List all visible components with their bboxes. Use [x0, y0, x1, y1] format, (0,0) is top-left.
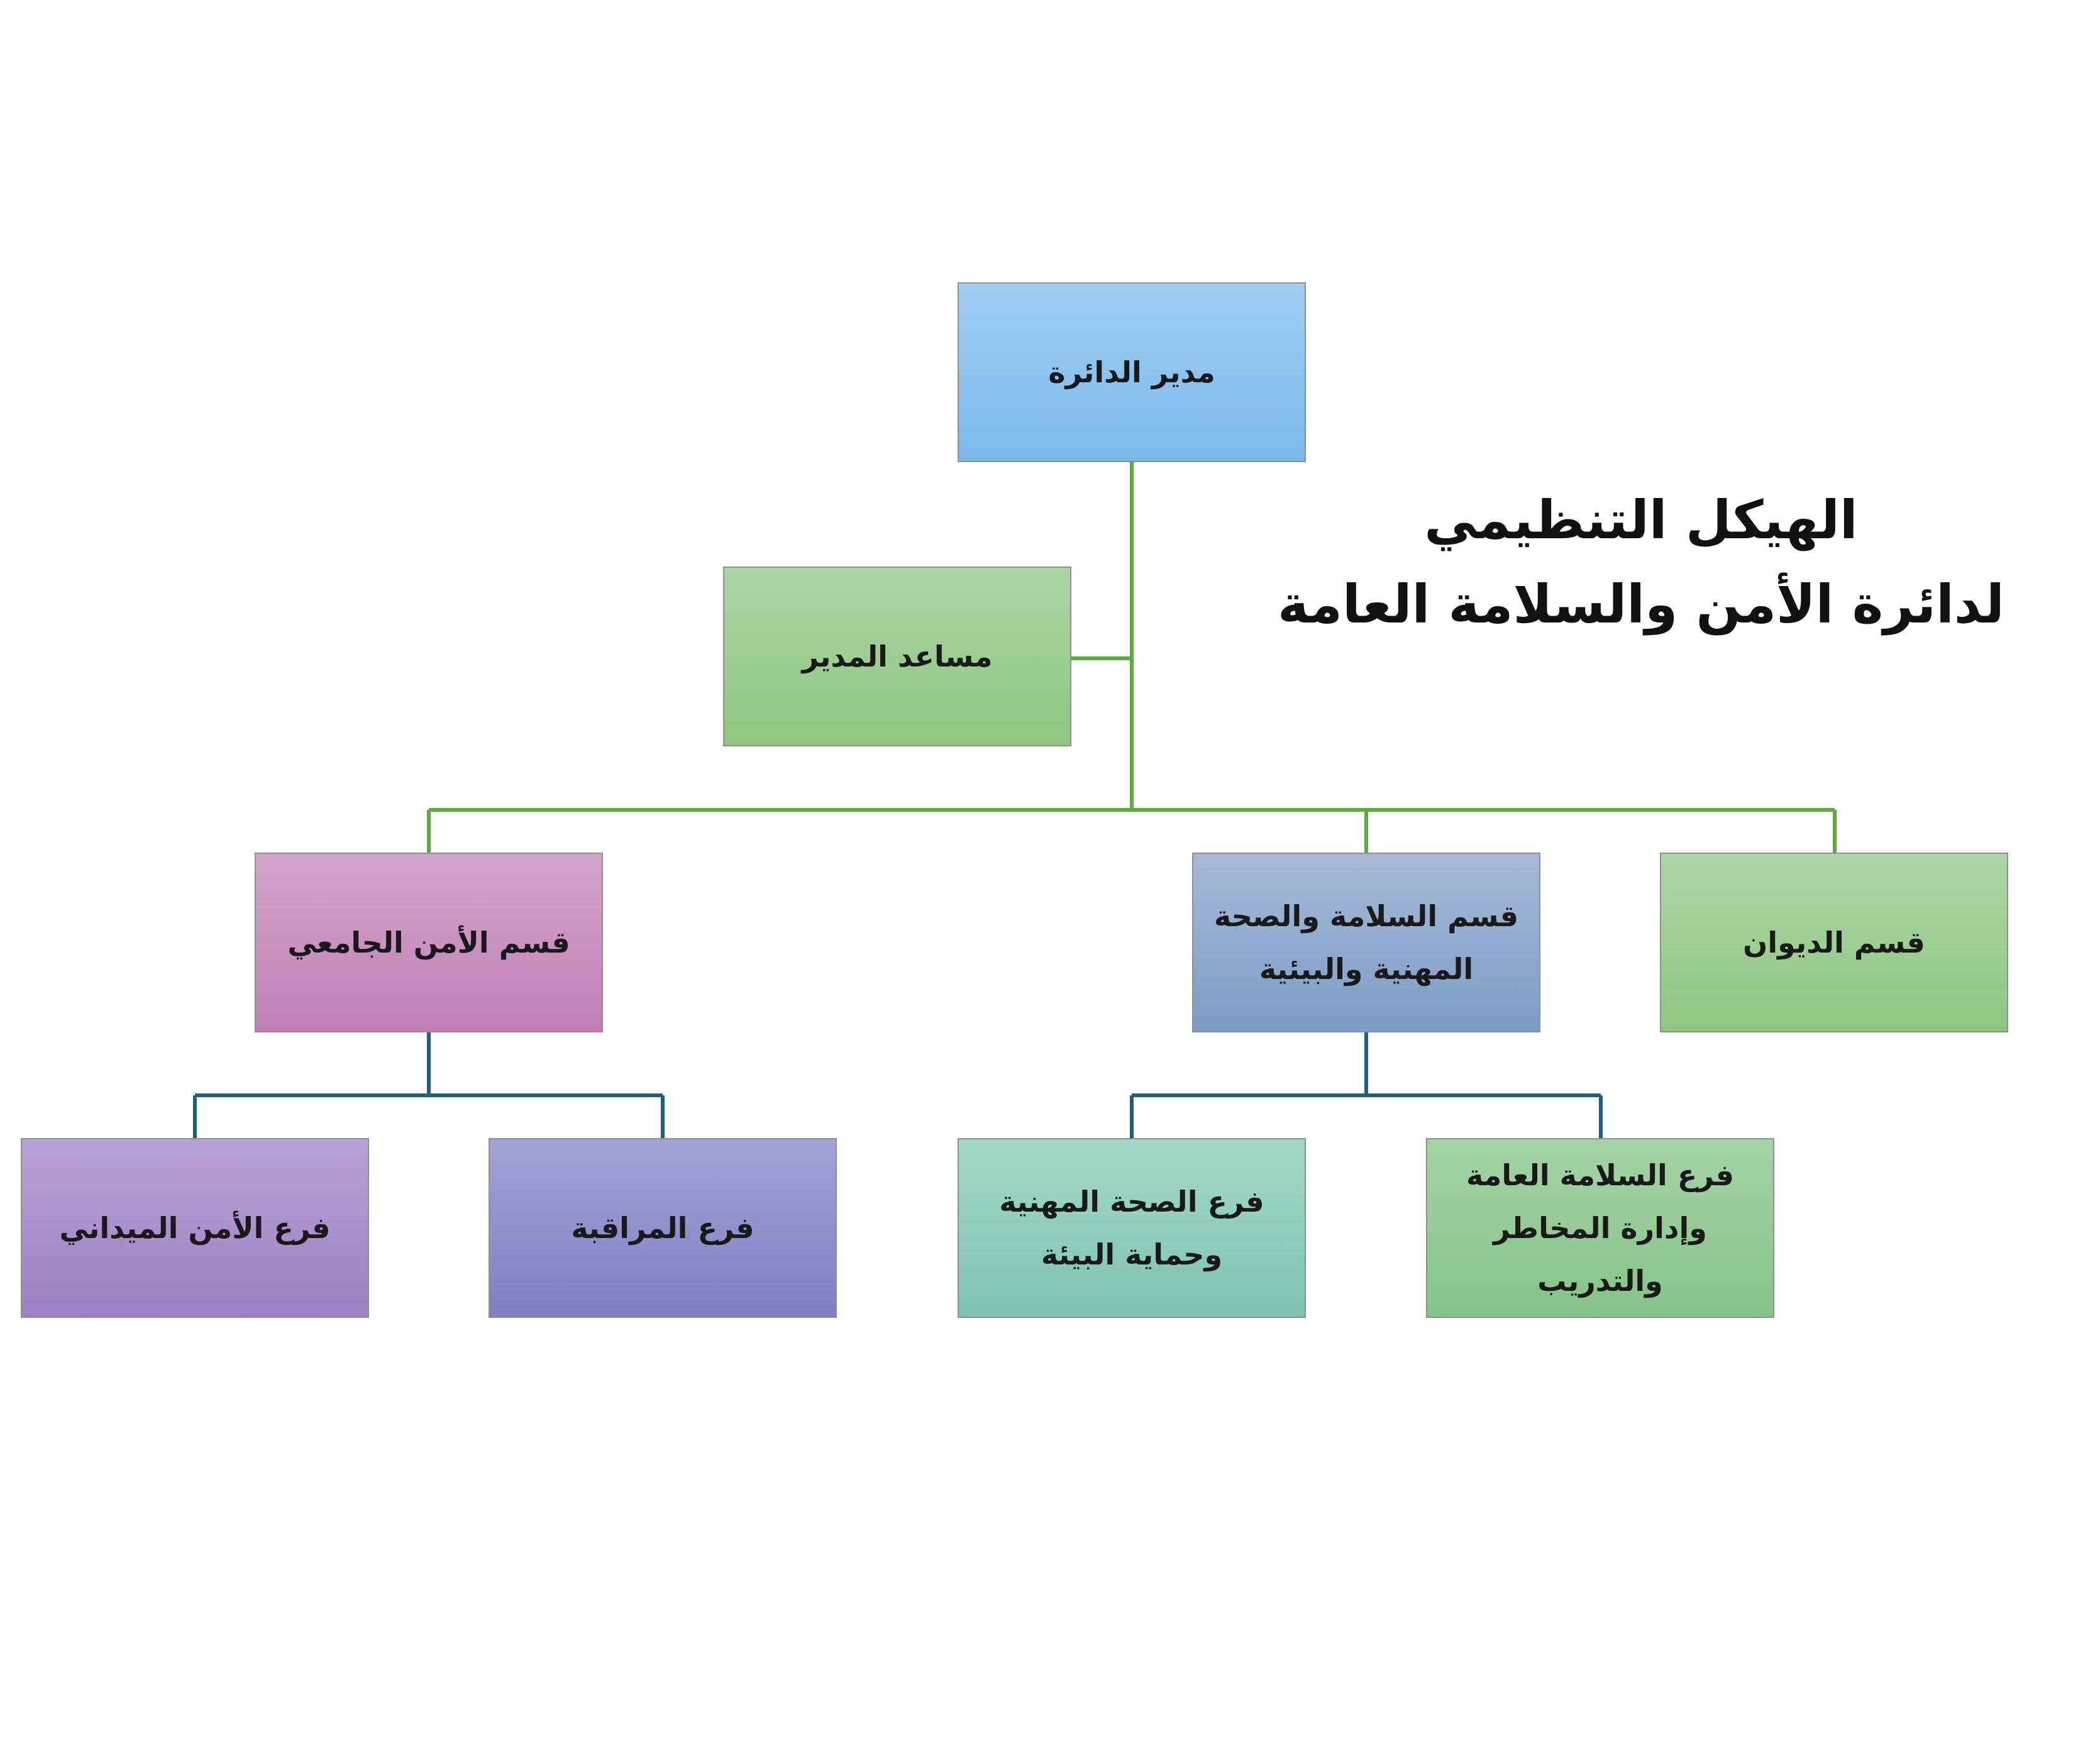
node-diwan-label: قسم الديوان [1743, 926, 1925, 960]
node-safety-department: قسم السلامة والصحة المهنية والبيئية [1192, 853, 1540, 1032]
node-safety-department-label: قسم السلامة والصحة المهنية والبيئية [1213, 899, 1519, 986]
node-director: مدير الدائرة [958, 282, 1306, 462]
chart-title: الهيكل التنظيمي لدائرة الأمن والسلامة ال… [1245, 478, 2037, 646]
chart-title-line-1: الهيكل التنظيمي [1424, 489, 1858, 551]
node-field-security-branch: فرع الأمن الميداني [21, 1138, 369, 1318]
chart-title-line-2: لدائرة الأمن والسلامة العامة [1278, 573, 2004, 635]
node-health-branch: فرع الصحة المهنية وحماية البيئة [958, 1138, 1306, 1318]
node-assistant-label: مساعد المدير [802, 639, 993, 673]
node-director-label: مدير الدائرة [1048, 355, 1215, 389]
node-public-safety-branch: فرع السلامة العامة وإدارة المخاطر والتدر… [1426, 1138, 1774, 1318]
node-field-security-label: فرع الأمن الميداني [59, 1211, 331, 1245]
node-assistant: مساعد المدير [723, 567, 1071, 746]
node-monitoring-branch: فرع المراقبة [489, 1138, 837, 1318]
node-security-department: قسم الأمن الجامعي [255, 853, 603, 1032]
node-diwan-department: قسم الديوان [1660, 853, 2008, 1032]
node-public-safety-label: فرع السلامة العامة وإدارة المخاطر والتدر… [1466, 1158, 1734, 1298]
node-monitoring-label: فرع المراقبة [571, 1211, 754, 1245]
node-health-branch-label: فرع الصحة المهنية وحماية البيئة [999, 1185, 1264, 1271]
node-security-department-label: قسم الأمن الجامعي [287, 926, 570, 960]
